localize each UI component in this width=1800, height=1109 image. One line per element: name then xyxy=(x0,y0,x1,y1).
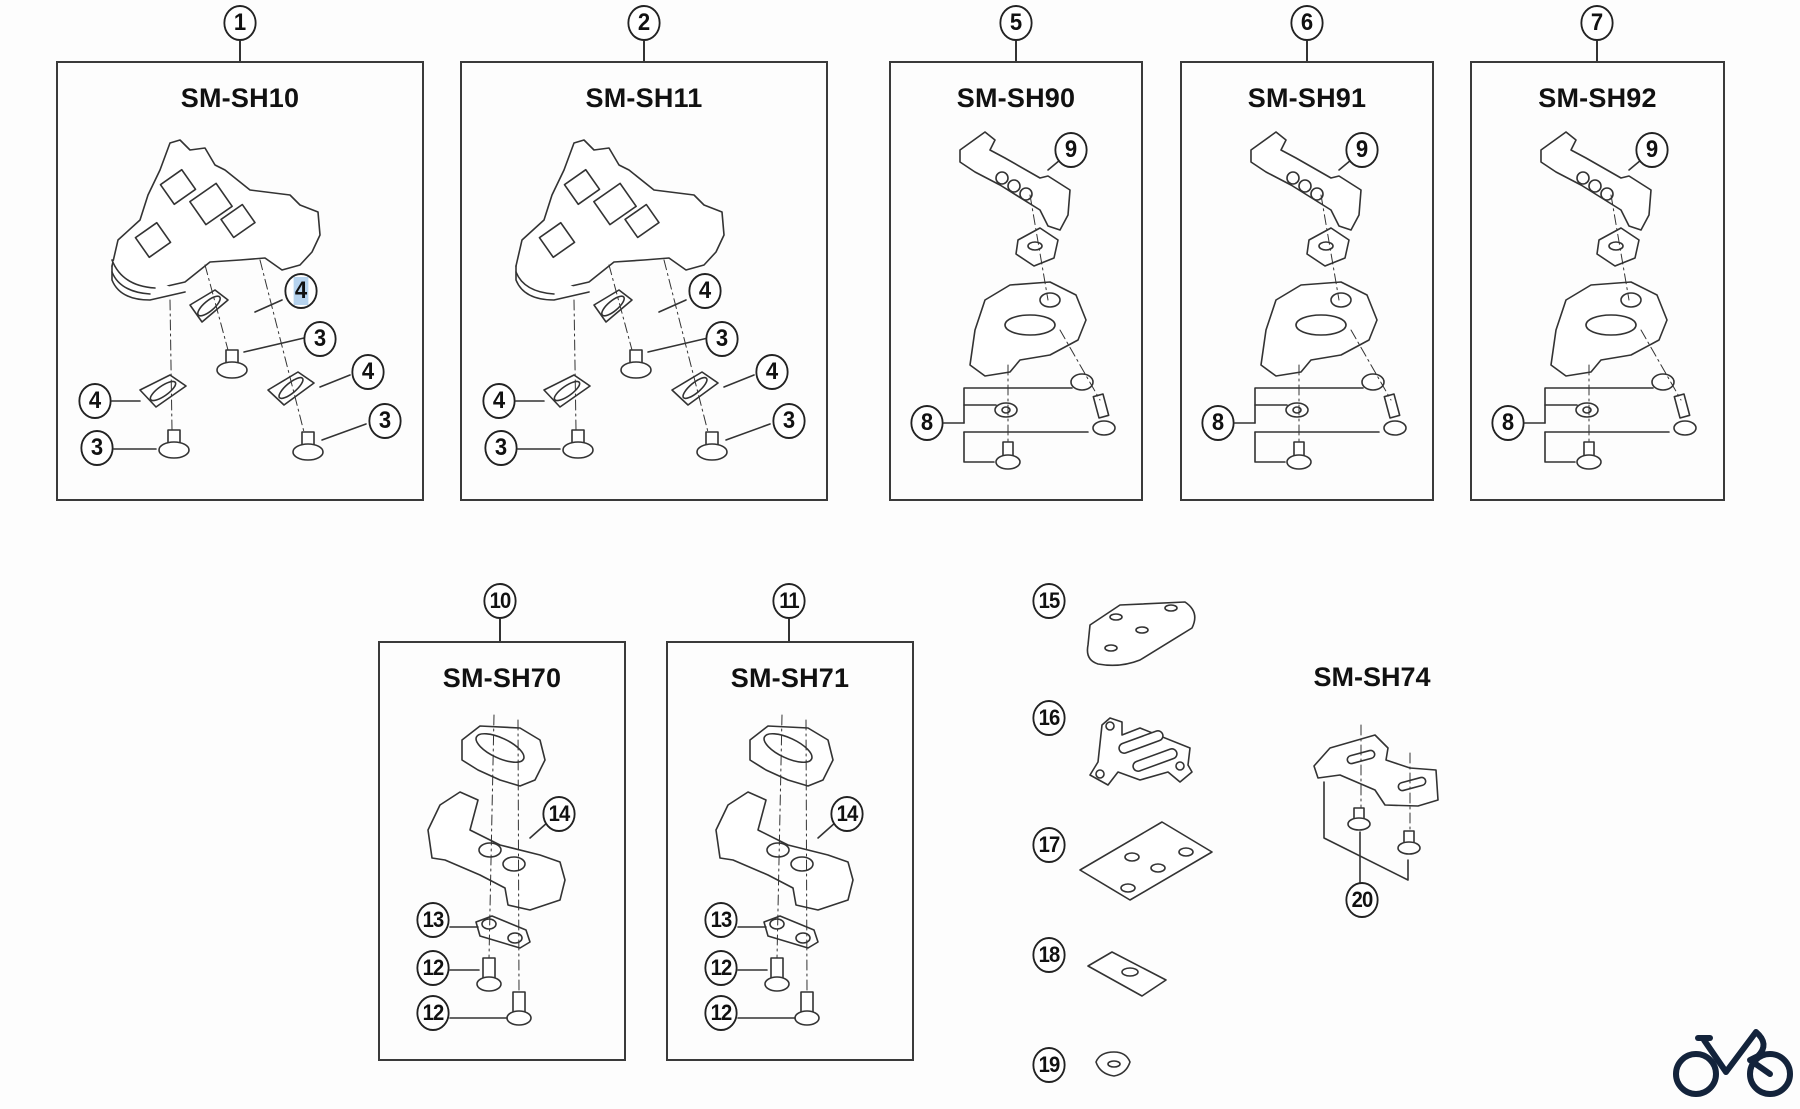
cleat-assembly-sh91 xyxy=(1234,131,1407,470)
callout-3[interactable]: 3 xyxy=(303,321,337,357)
callout-5[interactable]: 5 xyxy=(999,5,1033,41)
model-title: SM-SH10 xyxy=(180,83,300,113)
callout-4[interactable]: 4 xyxy=(351,354,385,390)
group-box-sm-sh71: SM-SH71 xyxy=(666,641,914,1061)
model-title: SM-SH70 xyxy=(442,663,562,693)
callout-3[interactable]: 3 xyxy=(772,403,806,439)
leader-line xyxy=(788,619,790,641)
callout-12[interactable]: 12 xyxy=(704,950,738,986)
leader-line xyxy=(239,41,241,61)
callout-16[interactable]: 16 xyxy=(1032,700,1066,736)
model-title: SM-SH92 xyxy=(1538,83,1657,113)
callout-19[interactable]: 19 xyxy=(1032,1047,1066,1083)
group-box-sm-sh90: SM-SH90 xyxy=(889,61,1143,501)
callout-15[interactable]: 15 xyxy=(1032,583,1066,619)
group-box-sm-sh91: SM-SH91 xyxy=(1180,61,1434,501)
callout-4[interactable]: 4 xyxy=(755,354,789,390)
cleat-assembly-sh70 xyxy=(427,714,566,1026)
callout-3[interactable]: 3 xyxy=(80,430,114,466)
cleat-assembly-sh92 xyxy=(1524,131,1697,470)
model-title: SM-SH11 xyxy=(585,83,703,113)
model-title-sm-sh74: SM-SH74 xyxy=(1313,662,1431,692)
leader-line xyxy=(1015,41,1017,61)
callout-12[interactable]: 12 xyxy=(416,995,450,1031)
plate-16 xyxy=(1089,717,1193,786)
cleat-body-sh10 xyxy=(111,139,321,301)
callout-17[interactable]: 17 xyxy=(1032,827,1066,863)
leader-line xyxy=(499,619,501,641)
callout-13[interactable]: 13 xyxy=(704,902,738,938)
callout-4[interactable]: 4 xyxy=(688,273,722,309)
callout-4[interactable]: 4 xyxy=(482,383,516,419)
callout-7[interactable]: 7 xyxy=(1580,5,1614,41)
model-title: SM-SH91 xyxy=(1247,83,1367,113)
callout-3[interactable]: 3 xyxy=(484,430,518,466)
group-box-sm-sh10: SM-SH10 xyxy=(56,61,424,501)
callout-11[interactable]: 11 xyxy=(772,583,806,619)
callout-13[interactable]: 13 xyxy=(416,902,450,938)
leader-line xyxy=(1306,41,1308,61)
group-box-sm-sh11: SM-SH11 xyxy=(460,61,828,501)
leader-lines-sh74 xyxy=(1323,724,1411,889)
callout-4[interactable]: 4 xyxy=(78,383,112,419)
callout-12[interactable]: 12 xyxy=(704,995,738,1031)
cleat-assembly-sh90 xyxy=(943,131,1116,470)
callout-9[interactable]: 9 xyxy=(1635,132,1669,168)
callout-10[interactable]: 10 xyxy=(483,583,517,619)
cleat-adapter-sh74 xyxy=(1313,734,1439,855)
callout-8[interactable]: 8 xyxy=(1201,405,1235,441)
callout-3[interactable]: 3 xyxy=(705,321,739,357)
cleat-assembly-sh71 xyxy=(715,714,854,1026)
callout-1[interactable]: 1 xyxy=(223,5,257,41)
leader-line xyxy=(1596,41,1598,61)
leader-line xyxy=(643,41,645,61)
callout-2[interactable]: 2 xyxy=(627,5,661,41)
callout-20[interactable]: 20 xyxy=(1345,882,1379,918)
callout-18[interactable]: 18 xyxy=(1032,937,1066,973)
plate-18 xyxy=(1087,951,1167,997)
callout-14[interactable]: 14 xyxy=(542,796,576,832)
model-title: SM-SH71 xyxy=(730,663,850,693)
group-box-sm-sh70: SM-SH70 xyxy=(378,641,626,1061)
callout-9[interactable]: 9 xyxy=(1054,132,1088,168)
group-box-sm-sh92: SM-SH92 xyxy=(1470,61,1725,501)
plate-17 xyxy=(1079,821,1213,901)
nut-19 xyxy=(1095,1051,1131,1077)
callout-6[interactable]: 6 xyxy=(1290,5,1324,41)
cleat-pad-parts-sh10 xyxy=(139,289,324,461)
plate-15 xyxy=(1086,601,1196,667)
callout-8[interactable]: 8 xyxy=(910,405,944,441)
callout-12[interactable]: 12 xyxy=(416,950,450,986)
cleat-assembly-sh11 xyxy=(515,139,771,461)
model-title: SM-SH90 xyxy=(956,83,1076,113)
callout-3[interactable]: 3 xyxy=(368,403,402,439)
callout-9[interactable]: 9 xyxy=(1345,132,1379,168)
callout-8[interactable]: 8 xyxy=(1491,405,1525,441)
bicycle-logo-icon xyxy=(1673,1029,1793,1097)
callout-14[interactable]: 14 xyxy=(830,796,864,832)
leader-lines-sh10 xyxy=(111,259,367,450)
callout-4-selected[interactable]: 4 xyxy=(284,273,318,309)
